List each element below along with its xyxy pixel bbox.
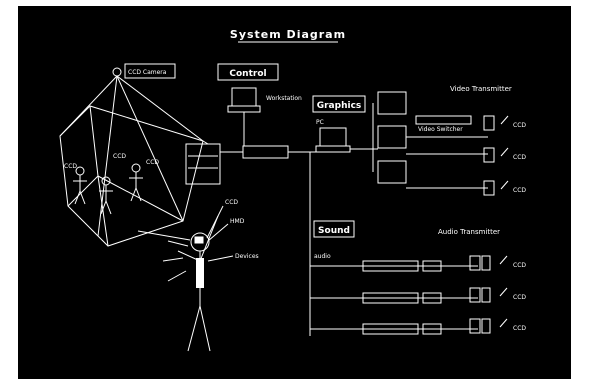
cube-edge xyxy=(67,175,99,207)
video-transmitter-title: Video Transmitter xyxy=(450,85,512,93)
control-monitor-label: Workstation xyxy=(266,95,302,102)
person-figure xyxy=(162,215,219,352)
cube-edge xyxy=(97,175,109,247)
camera-icon xyxy=(112,67,122,77)
subject-figure xyxy=(129,163,143,202)
control-box xyxy=(217,63,279,81)
camera-label: CCD Camera xyxy=(128,69,167,76)
sound-box xyxy=(313,220,355,238)
connector-line xyxy=(206,205,224,239)
cube-edge xyxy=(89,105,184,222)
diagram-title: System Diagram xyxy=(230,28,346,41)
audio-row-label: CCD xyxy=(513,262,526,269)
audio-amp xyxy=(422,260,442,272)
video-switcher xyxy=(415,115,472,125)
cone-line xyxy=(116,75,184,222)
audio-row: CCD xyxy=(469,318,526,334)
control-title: Control xyxy=(229,69,266,79)
video-row-label: CCD xyxy=(513,154,526,161)
audio-row: CCD xyxy=(469,255,526,271)
sound-title: Sound xyxy=(318,226,350,236)
graphics-pc-icon xyxy=(319,127,347,147)
audio-mixer xyxy=(362,260,419,272)
audio-mixer xyxy=(362,323,419,335)
video-row: CCD xyxy=(483,115,526,131)
video-row-label: CCD xyxy=(513,187,526,194)
capture-rack xyxy=(185,143,221,185)
audio-amp xyxy=(422,323,442,335)
audio-mixer xyxy=(362,292,419,304)
cone-line xyxy=(97,75,118,237)
connector-line xyxy=(207,223,229,242)
monitor-icon xyxy=(377,91,407,115)
subject-figure xyxy=(99,176,113,215)
central-switch xyxy=(242,145,289,159)
video-row: CCD xyxy=(483,180,526,196)
graphics-keyboard-icon xyxy=(315,145,351,153)
connector-line xyxy=(202,140,209,145)
diagram-frame: System Diagram CCD Camera CCD CCD CCD Co… xyxy=(18,6,571,379)
video-row: CCD xyxy=(483,147,526,163)
connector-line xyxy=(137,230,191,241)
graphics-box xyxy=(312,95,366,113)
system-diagram: System Diagram CCD Camera CCD CCD CCD Co… xyxy=(59,28,526,352)
audio-row-label: CCD xyxy=(513,325,526,332)
video-row-label: CCD xyxy=(513,122,526,129)
graphics-pc-label: PC xyxy=(316,119,324,126)
subject-label: CCD xyxy=(113,153,126,160)
video-switcher-label: Video Switcher xyxy=(418,126,463,133)
audio-transmitter-title: Audio Transmitter xyxy=(438,228,500,236)
sound-audio-label: audio xyxy=(314,253,331,260)
monitor-icon xyxy=(377,125,407,149)
audio-row-label: CCD xyxy=(513,294,526,301)
space-cube xyxy=(59,105,204,247)
connector-line xyxy=(207,255,234,262)
audio-amp xyxy=(422,292,442,304)
audio-row: CCD xyxy=(469,287,526,303)
subject-label: CCD xyxy=(146,159,159,166)
subject-figure xyxy=(73,166,87,205)
control-keyboard-icon xyxy=(227,105,261,113)
person-label: HMD xyxy=(230,218,245,225)
control-monitor-icon xyxy=(231,87,257,107)
person-label: Devices xyxy=(235,253,259,260)
graphics-title: Graphics xyxy=(317,101,362,111)
monitor-icon xyxy=(377,160,407,184)
camera-box xyxy=(124,63,176,79)
cone-line xyxy=(116,75,204,142)
person-label: CCD xyxy=(225,199,238,206)
subject-label: CCD xyxy=(64,163,77,170)
